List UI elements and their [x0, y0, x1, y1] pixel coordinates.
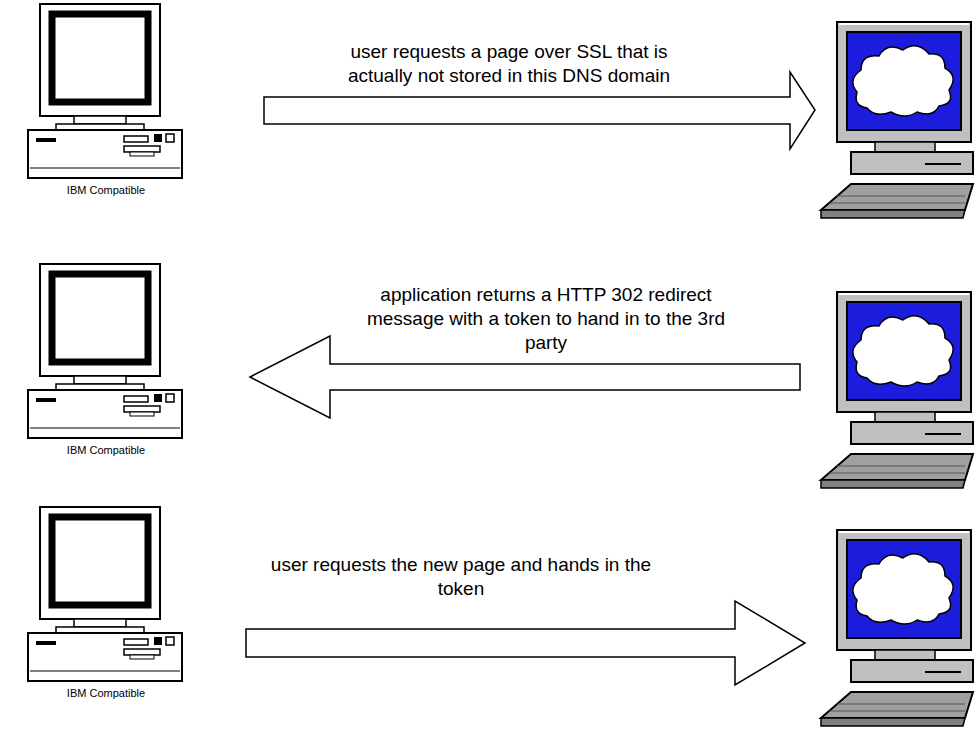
pc-caption: IBM Compatible — [26, 184, 186, 196]
pc-icon — [26, 262, 186, 442]
pc-node: IBM Compatible — [26, 262, 186, 462]
server-icon — [821, 22, 973, 218]
pc-icon — [26, 2, 186, 182]
pc-node: IBM Compatible — [26, 2, 186, 202]
pc-caption: IBM Compatible — [26, 687, 186, 699]
server-icon — [821, 530, 973, 726]
pc-node: IBM Compatible — [26, 505, 186, 705]
pc-caption: IBM Compatible — [26, 444, 186, 456]
arrow-caption: user requests a page over SSL that is ac… — [328, 40, 690, 88]
block-arrow — [246, 601, 805, 685]
pc-icon — [26, 505, 186, 685]
arrow-caption: application returns a HTTP 302 redirect … — [352, 283, 740, 355]
arrow-caption: user requests the new page and hands in … — [262, 553, 660, 601]
server-icon — [821, 292, 973, 488]
